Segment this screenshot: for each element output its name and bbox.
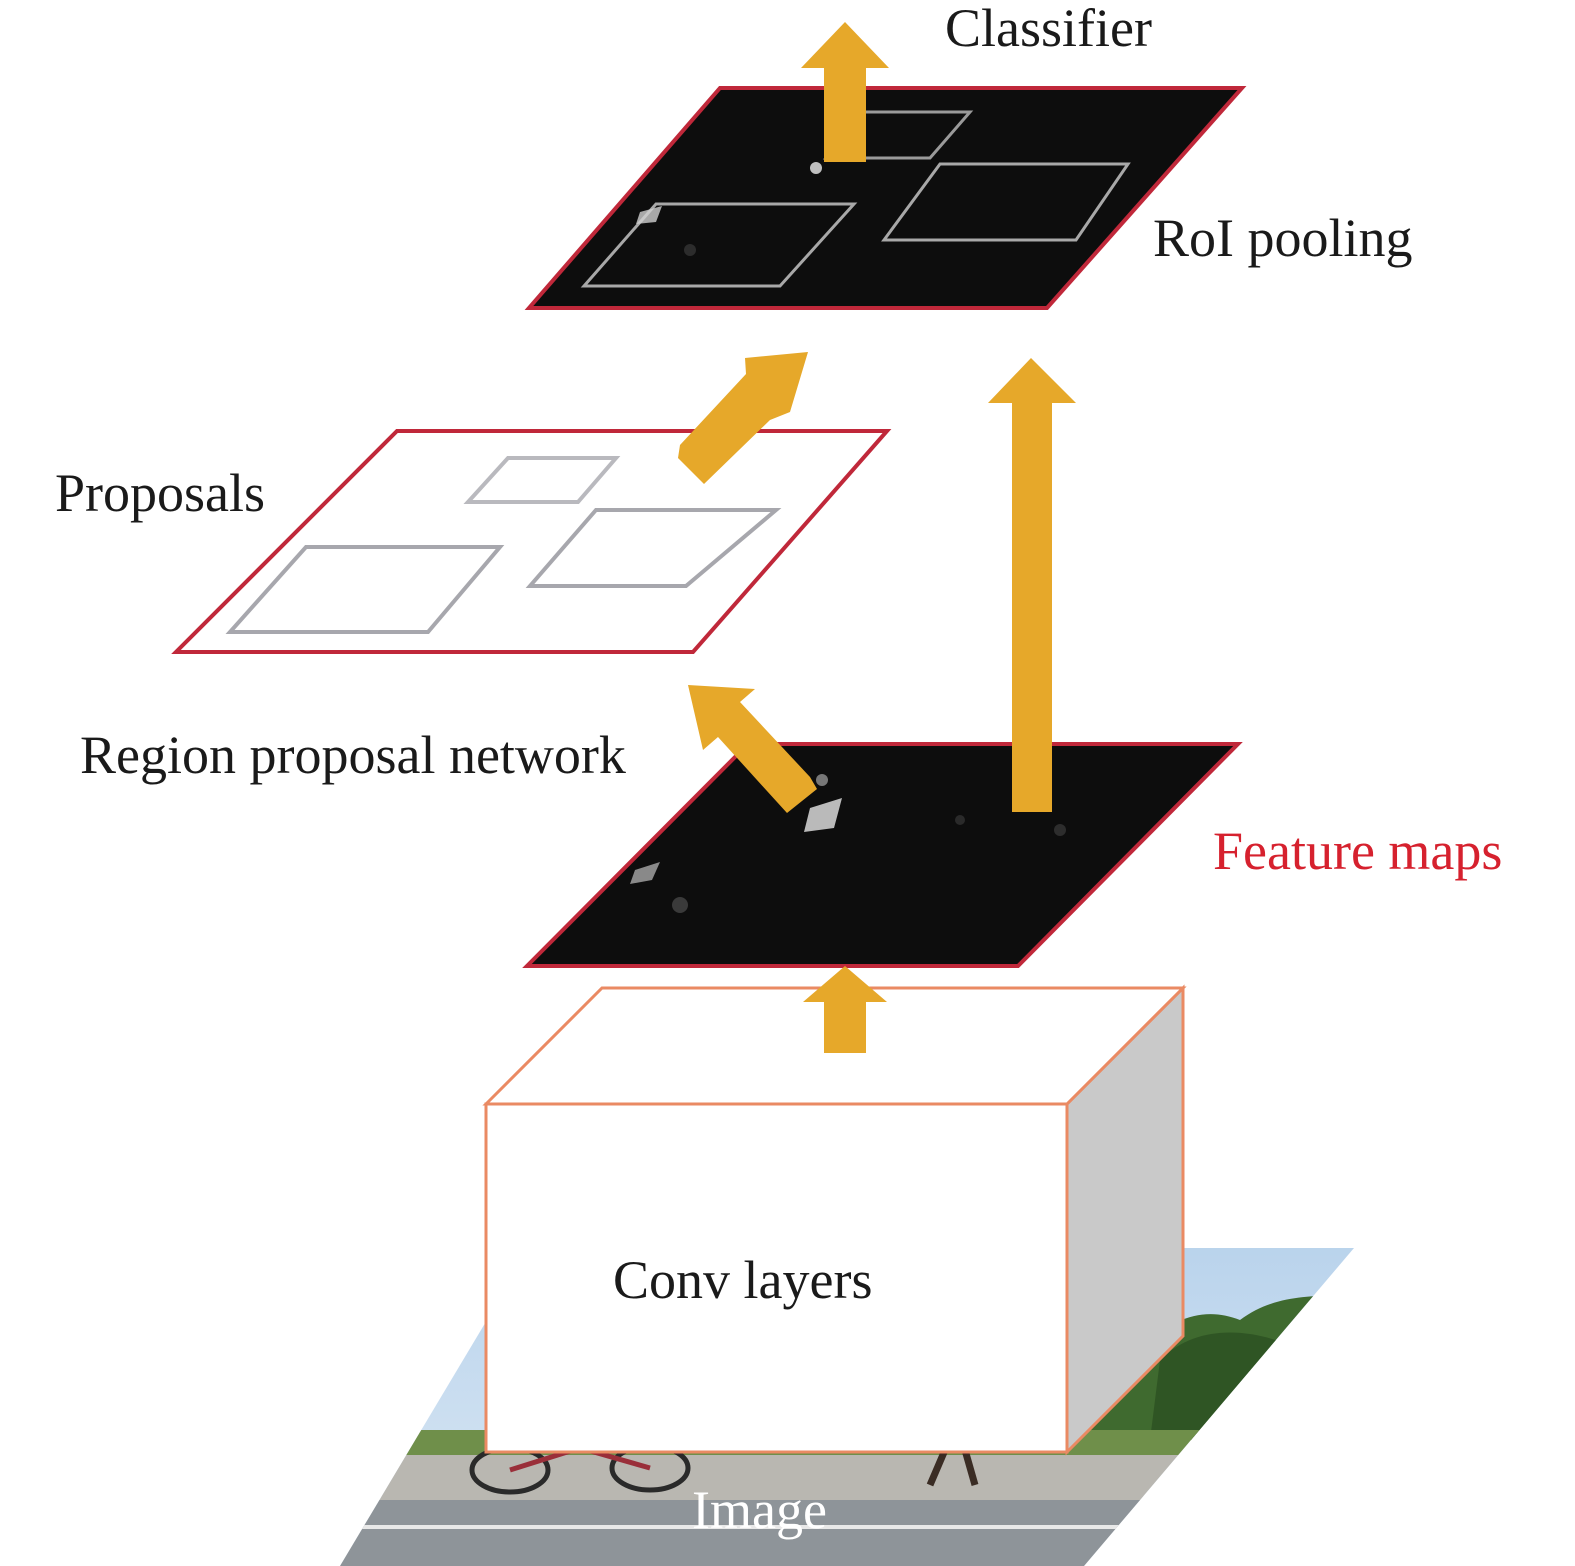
proposal-box: [225, 545, 505, 634]
roi-box: [881, 162, 1131, 242]
arrow-rpn-to-proposals: [688, 685, 817, 813]
conv-box-front-face: [484, 1102, 1069, 1454]
conv-layers-box: [482, 984, 1187, 1456]
label-feature-maps: Feature maps: [1213, 821, 1502, 881]
label-classifier: Classifier: [945, 0, 1152, 58]
label-proposals: Proposals: [55, 463, 265, 523]
label-conv-layers: Conv layers: [613, 1250, 872, 1310]
label-roi-pooling: RoI pooling: [1153, 208, 1413, 268]
arrow-proposals-to-roi: [678, 352, 808, 484]
proposals-plane: [171, 429, 892, 654]
arrow-conv-to-feature-maps: [803, 966, 887, 1053]
arrows: [678, 22, 1076, 1053]
feature-maps-plane: [522, 742, 1243, 968]
arrow-roi-to-classifier: [801, 22, 889, 162]
proposal-box: [463, 456, 621, 504]
proposal-box: [525, 508, 782, 588]
label-region-proposal-network: Region proposal network: [80, 725, 626, 785]
roi-box: [580, 202, 858, 288]
roi-pooling-plane: [524, 86, 1247, 310]
label-image: Image: [692, 1480, 827, 1540]
arrow-feature-maps-to-roi: [988, 358, 1076, 812]
